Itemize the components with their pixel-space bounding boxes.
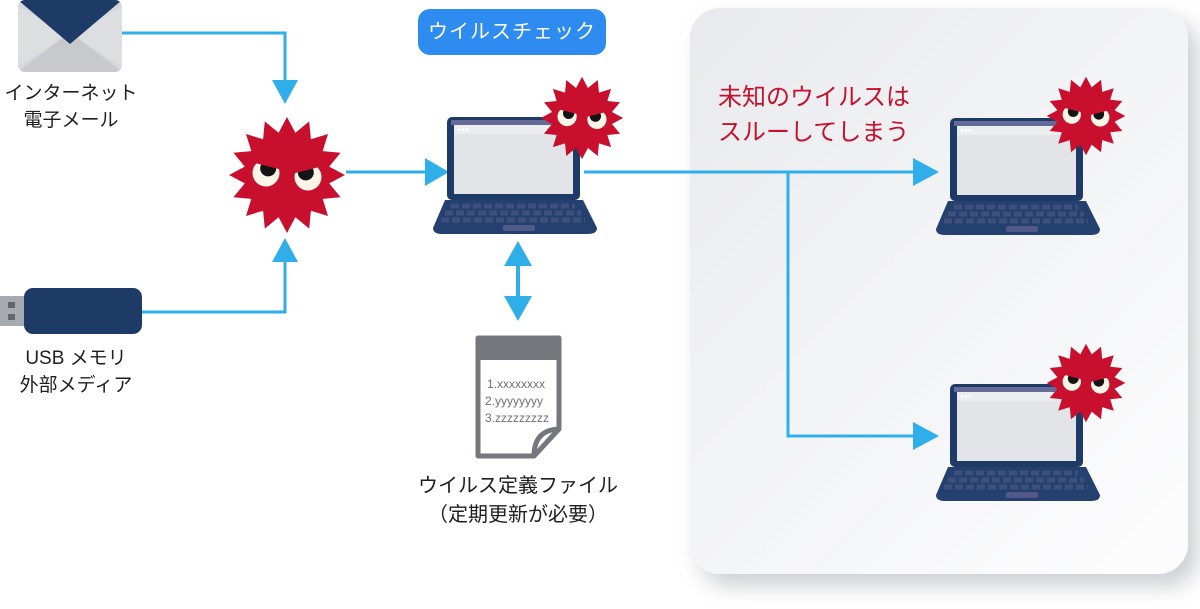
unknown-virus-warning-text: 未知のウイルスは スルーしてしまう (718, 84, 910, 146)
deffile-line-3: 3.zzzzzzzzz (485, 411, 549, 425)
virus-icon (1044, 341, 1128, 425)
virus-check-badge: ウイルスチェック (418, 9, 606, 55)
usb-source-label: USB メモリ 外部メディア (19, 348, 133, 396)
deffile-line-1: 1.xxxxxxxx (487, 377, 545, 391)
usb-stick-icon (0, 288, 142, 334)
envelope-icon (18, 0, 122, 72)
arrow-usb-to-virus (140, 262, 287, 314)
virus-icon (225, 113, 349, 237)
definition-file-label: ウイルス定義ファイル （定期更新が必要） (418, 475, 618, 526)
arrow-email-to-virus (120, 31, 287, 80)
deffile-line-2: 2.yyyyyyyy (485, 394, 543, 408)
email-source-label: インターネット 電子メール (4, 83, 138, 131)
virus-icon (538, 74, 626, 162)
virus-icon (1044, 74, 1128, 158)
document-icon: 1.xxxxxxxx 2.yyyyyyyy 3.zzzzzzzzz (475, 335, 562, 459)
